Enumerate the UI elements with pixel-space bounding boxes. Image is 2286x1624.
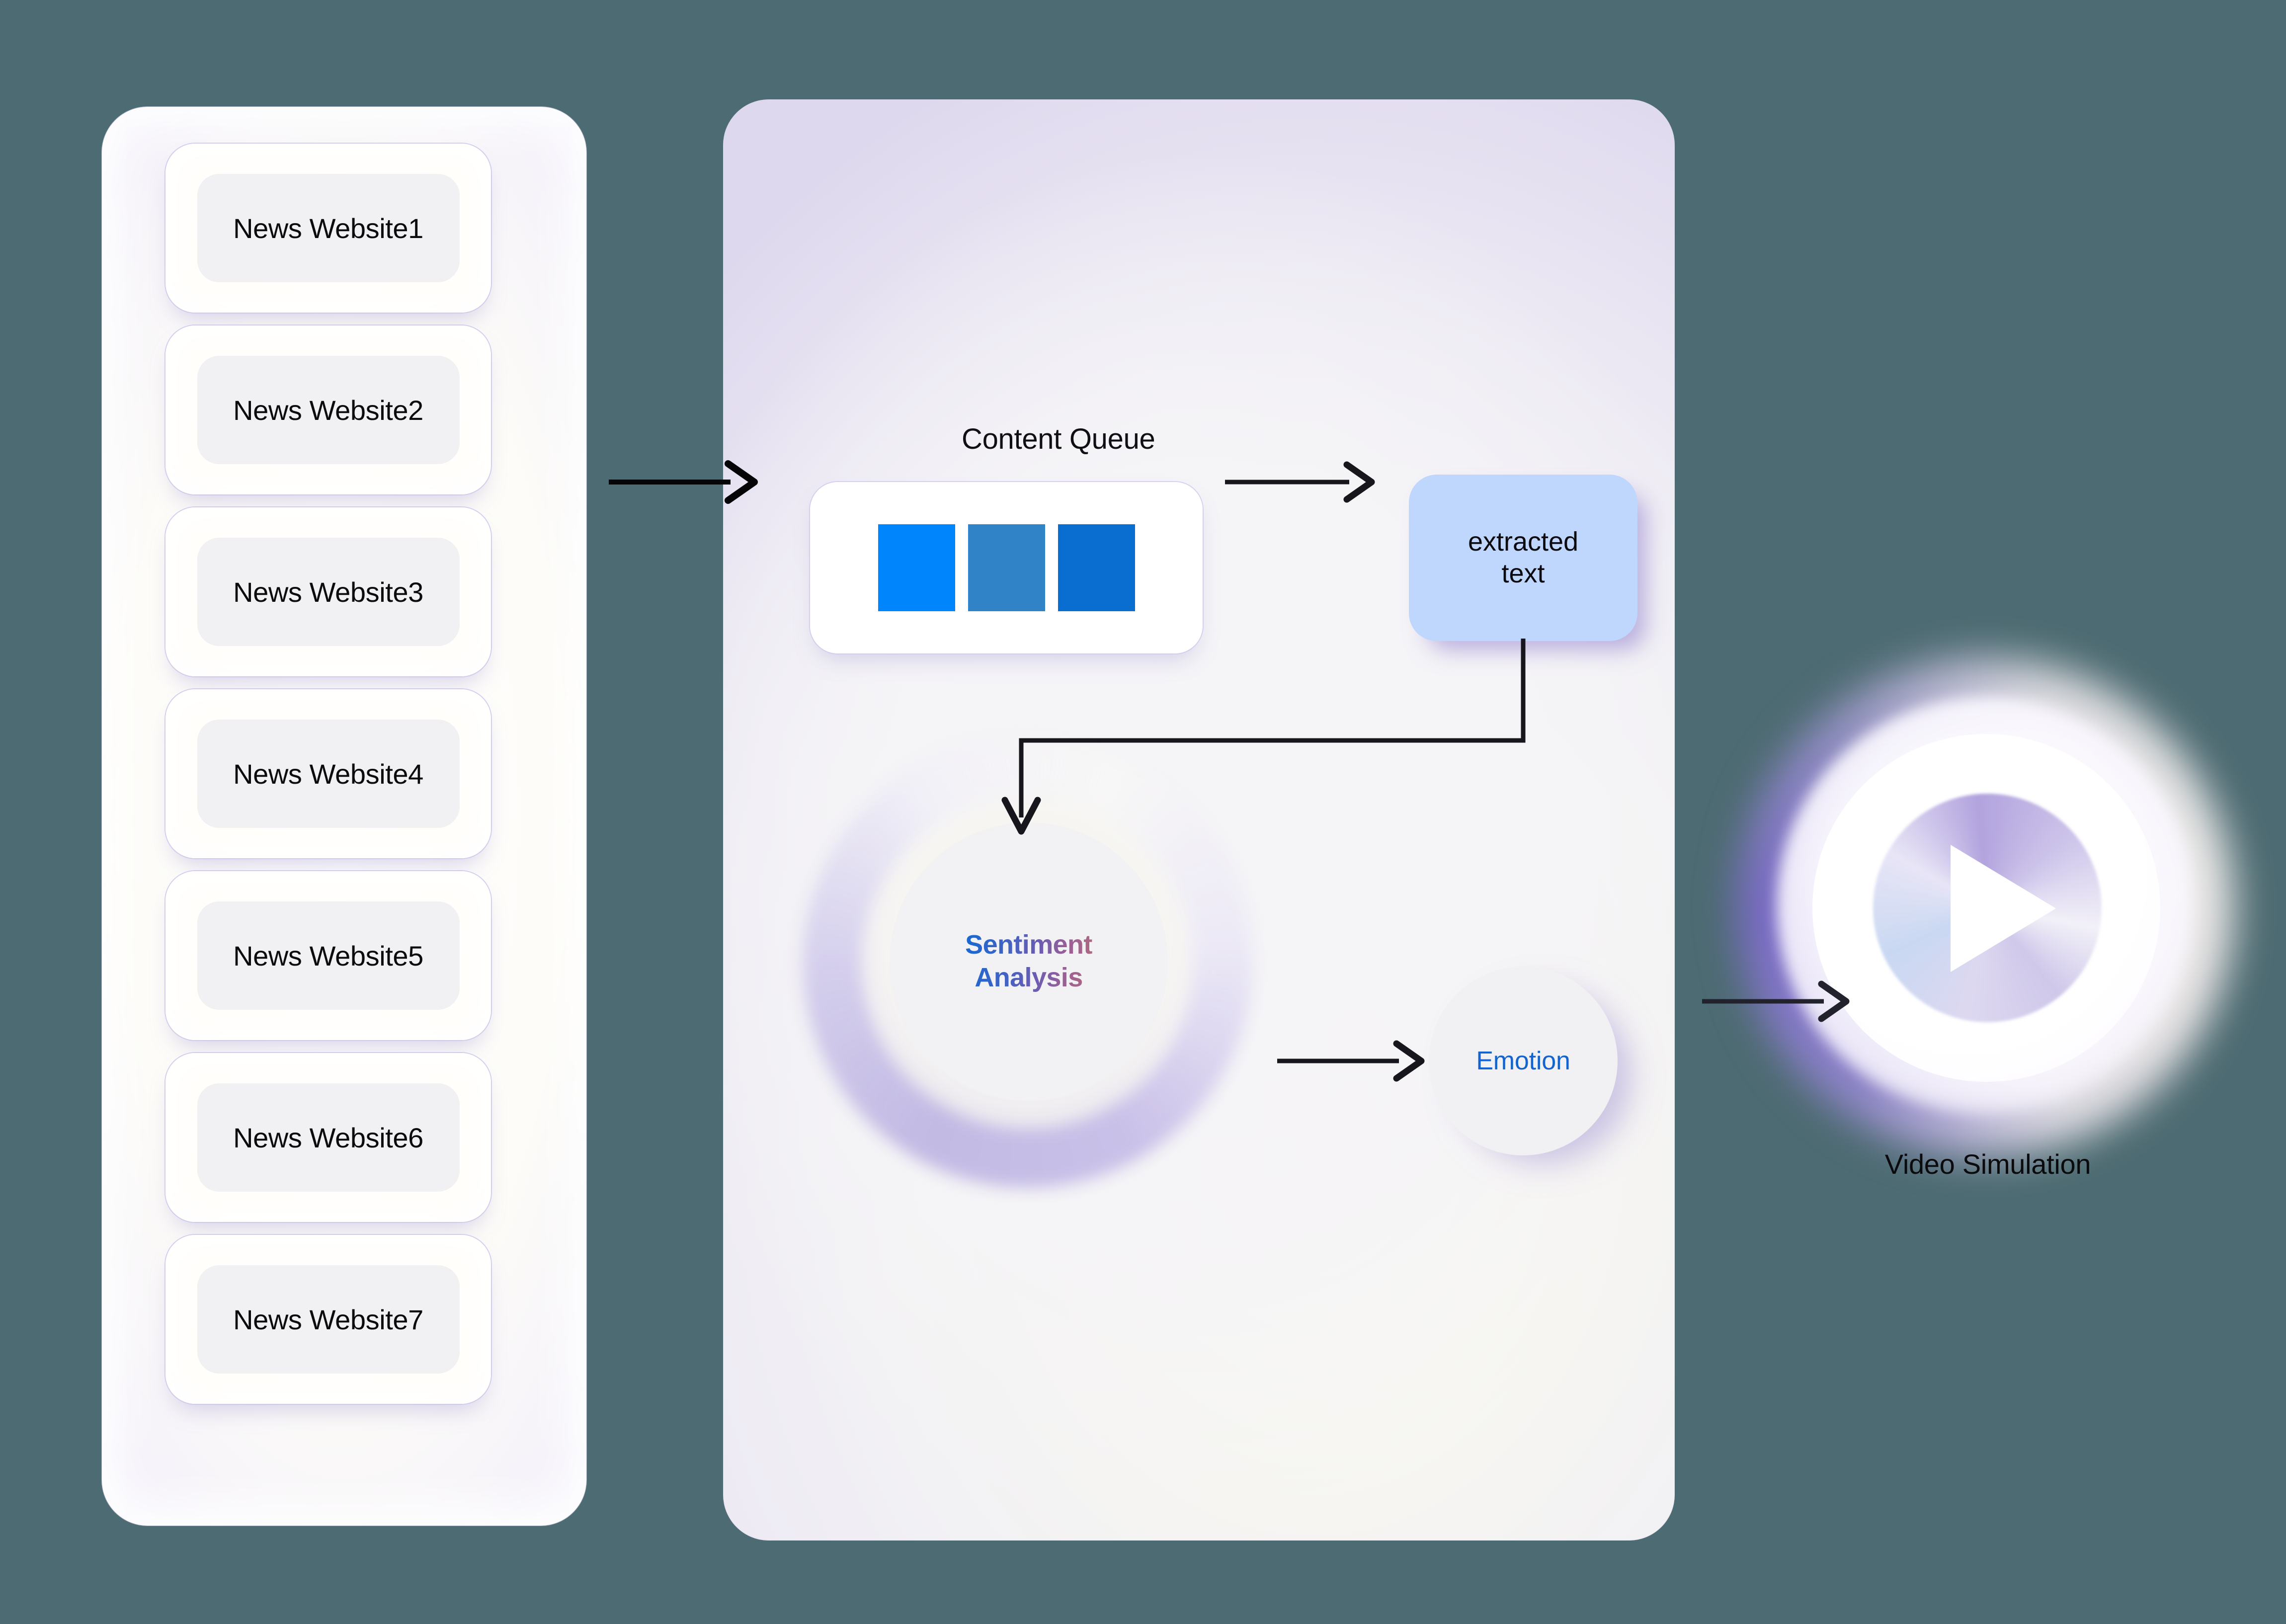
news-source-label: News Website2 bbox=[233, 394, 423, 426]
play-icon[interactable] bbox=[1951, 845, 2056, 972]
queue-tile-2[interactable] bbox=[968, 524, 1045, 611]
sentiment-line1: Sentiment bbox=[965, 930, 1092, 960]
video-simulation[interactable]: Video Simulation bbox=[1717, 649, 2259, 1220]
news-sources-panel: News Website1 News Website2 News Website… bbox=[102, 107, 586, 1526]
processing-pipeline-panel: Content Queue extracted text Sentiment A… bbox=[723, 99, 1675, 1541]
news-source-label: News Website1 bbox=[233, 212, 423, 244]
news-source-card[interactable]: News Website3 bbox=[165, 507, 491, 676]
news-source-pill: News Website3 bbox=[197, 538, 460, 646]
news-source-card[interactable]: News Website4 bbox=[165, 689, 491, 858]
news-source-card[interactable]: News Website6 bbox=[165, 1053, 491, 1222]
extracted-text-box[interactable]: extracted text bbox=[1409, 475, 1637, 641]
news-source-card[interactable]: News Website2 bbox=[165, 325, 491, 494]
extracted-text-line2: text bbox=[1501, 558, 1545, 588]
sentiment-analysis-node[interactable]: Sentiment Analysis bbox=[890, 822, 1168, 1101]
content-queue-title: Content Queue bbox=[962, 423, 1155, 455]
queue-tile-3[interactable] bbox=[1058, 524, 1135, 611]
arrow-sources-to-pipeline bbox=[609, 460, 758, 504]
sentiment-line2: Analysis bbox=[975, 963, 1083, 992]
news-source-label: News Website7 bbox=[233, 1303, 423, 1335]
news-source-pill: News Website1 bbox=[197, 174, 460, 282]
news-source-pill: News Website5 bbox=[197, 901, 460, 1010]
extracted-text-line1: extracted bbox=[1468, 526, 1579, 557]
emotion-node[interactable]: Emotion bbox=[1429, 967, 1618, 1155]
queue-tile-1[interactable] bbox=[878, 524, 955, 611]
arrow-extracted-text-to-sentiment bbox=[1001, 639, 1526, 835]
news-source-pill: News Website6 bbox=[197, 1083, 460, 1192]
video-simulation-label: Video Simulation bbox=[1884, 1148, 2091, 1180]
news-source-label: News Website6 bbox=[233, 1122, 423, 1153]
news-source-card[interactable]: News Website1 bbox=[165, 144, 491, 313]
arrow-emotion-to-video bbox=[1702, 980, 1850, 1022]
news-source-card[interactable]: News Website5 bbox=[165, 871, 491, 1040]
news-source-label: News Website5 bbox=[233, 940, 423, 972]
arrow-queue-to-extracted-text bbox=[1225, 461, 1375, 503]
news-source-pill: News Website7 bbox=[197, 1265, 460, 1374]
news-source-card[interactable]: News Website7 bbox=[165, 1235, 491, 1404]
emotion-label: Emotion bbox=[1476, 1047, 1570, 1075]
news-source-label: News Website4 bbox=[233, 758, 423, 790]
news-source-pill: News Website2 bbox=[197, 356, 460, 464]
content-queue-box[interactable] bbox=[810, 482, 1203, 653]
extracted-text-label: extracted text bbox=[1468, 526, 1578, 589]
news-source-label: News Website3 bbox=[233, 576, 423, 608]
news-source-pill: News Website4 bbox=[197, 720, 460, 828]
arrow-sentiment-to-emotion bbox=[1277, 1040, 1425, 1082]
sentiment-analysis-label: Sentiment Analysis bbox=[965, 929, 1092, 994]
